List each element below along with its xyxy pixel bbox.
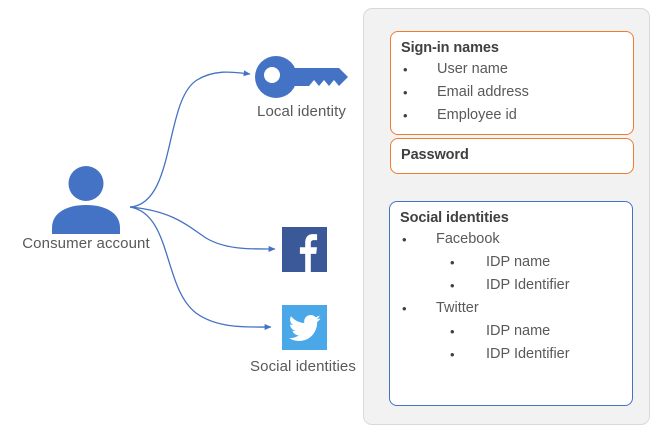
list-item: • Email address	[401, 81, 623, 104]
panel-sign-in-names: Sign-in names • User name • Email addres…	[390, 31, 634, 135]
list-item: • IDP name	[400, 320, 622, 343]
list-item-label: Twitter	[436, 300, 479, 316]
sign-in-names-list: • User name • Email address • Employee i…	[401, 58, 623, 127]
list-item: • IDP Identifier	[400, 343, 622, 366]
bullet-icon: •	[403, 108, 408, 123]
panel-social-identities-content: Social identities • Facebook • IDP name …	[390, 202, 632, 366]
key-icon-wrap	[240, 56, 363, 98]
panel-password: Password	[390, 138, 634, 174]
connector-to-twitter	[129, 206, 272, 331]
connector-to-local-identity	[129, 70, 251, 208]
panel-title-password: Password	[401, 147, 469, 163]
list-item: • IDP name	[400, 251, 622, 274]
list-item-label: Employee id	[437, 107, 517, 123]
connector-to-facebook	[129, 206, 276, 253]
list-item-label: User name	[437, 61, 508, 77]
bullet-icon: •	[403, 62, 408, 77]
panel-sign-in-names-content: Sign-in names • User name • Email addres…	[391, 32, 633, 127]
list-item: • User name	[401, 58, 623, 81]
node-label-consumer-account: Consumer account	[22, 235, 150, 252]
bullet-icon: •	[450, 324, 455, 339]
list-item: • Facebook	[400, 228, 622, 251]
list-item-label: Email address	[437, 84, 529, 100]
panel-title-social-identities: Social identities	[400, 210, 509, 226]
twitter-icon	[282, 305, 327, 350]
node-twitter[interactable]	[278, 305, 331, 350]
list-item: • Twitter	[400, 297, 622, 320]
list-item-label: IDP Identifier	[486, 277, 570, 293]
list-item: • Employee id	[401, 104, 623, 127]
bullet-icon: •	[402, 301, 407, 316]
bullet-icon: •	[450, 255, 455, 270]
node-local-identity[interactable]: Local identity	[240, 56, 363, 122]
panel-password-content: Password	[391, 139, 633, 165]
list-item-label: Facebook	[436, 231, 500, 247]
node-consumer-account[interactable]: Consumer account	[6, 166, 166, 254]
node-label-local-identity: Local identity	[257, 103, 346, 120]
bullet-icon: •	[450, 347, 455, 362]
bullet-icon: •	[450, 278, 455, 293]
bullet-icon: •	[403, 85, 408, 100]
node-facebook[interactable]	[282, 227, 327, 272]
connector-arrows	[129, 70, 276, 331]
key-icon	[254, 56, 348, 98]
list-item-label: IDP Identifier	[486, 346, 570, 362]
list-item-label: IDP name	[486, 323, 551, 339]
panel-title-sign-in-names: Sign-in names	[401, 40, 499, 56]
list-item-label: IDP name	[486, 254, 551, 270]
panel-social-identities: Social identities • Facebook • IDP name …	[389, 201, 633, 406]
detail-panels-container: Sign-in names • User name • Email addres…	[363, 8, 650, 425]
bullet-icon: •	[402, 232, 407, 247]
diagram-canvas: Consumer account Local identity Social i…	[6, 56, 363, 375]
node-label-social-identities: Social identities	[250, 358, 356, 375]
person-icon	[52, 166, 120, 234]
facebook-icon	[282, 227, 327, 272]
social-identities-list: • Facebook • IDP name • IDP Identifier •…	[400, 228, 622, 366]
list-item: • IDP Identifier	[400, 274, 622, 297]
